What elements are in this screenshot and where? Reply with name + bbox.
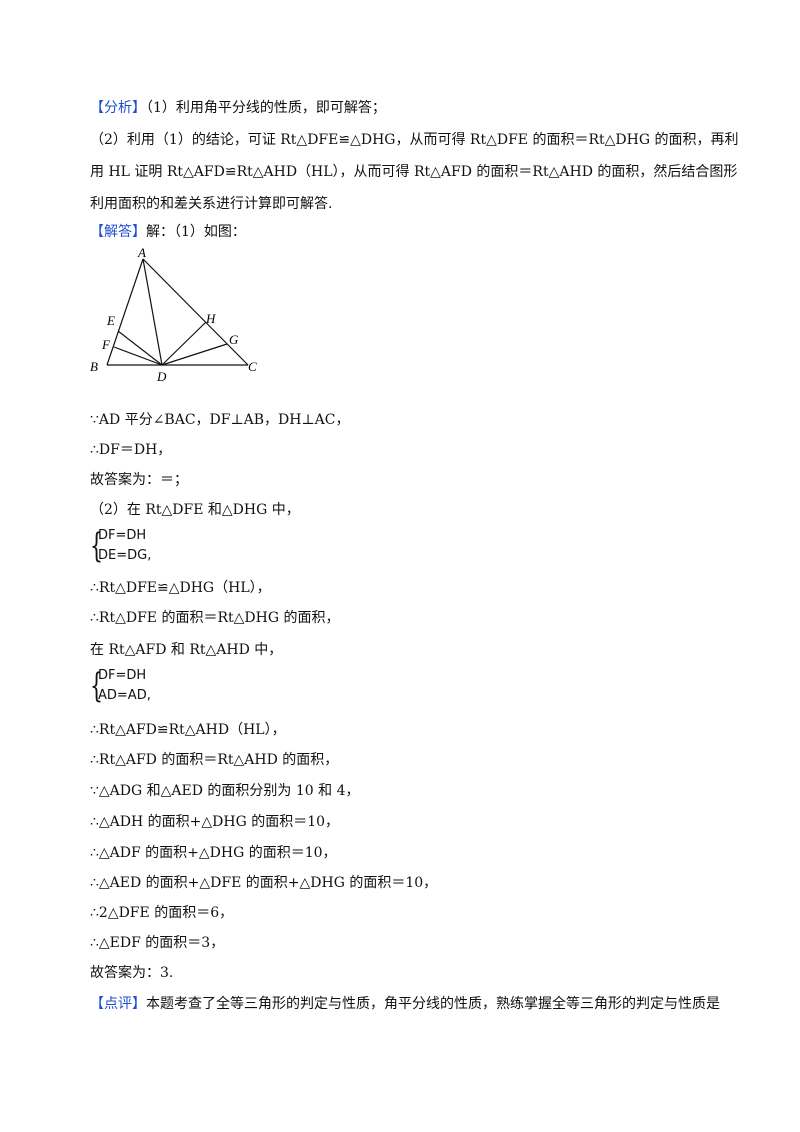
analysis-tag: 【分析】 (90, 100, 146, 116)
analysis-text-1: （1）利用角平分线的性质，即可解答； (146, 100, 386, 116)
analysis-line-3: 用 HL 证明 Rt△AFD≌Rt△AHD（HL），从而可得 Rt△AFD 的面… (90, 164, 738, 180)
step-15: ∴△EDF 的面积＝3， (90, 935, 225, 951)
label-H: H (205, 311, 216, 326)
step-7: 在 Rt△AFD 和 Rt△AHD 中， (90, 642, 283, 658)
system2-eq1: DF=DH (98, 668, 147, 683)
step-6: ∴Rt△DFE 的面积＝Rt△DHG 的面积， (90, 610, 340, 626)
step-4: （2）在 Rt△DFE 和△DHG 中， (90, 502, 300, 518)
analysis-line-1: 【分析】（1）利用角平分线的性质，即可解答； (90, 98, 386, 118)
system2-eq2: AD=AD, (98, 688, 151, 703)
step-13: ∴△AED 的面积+△DFE 的面积+△DHG 的面积＝10， (90, 875, 438, 891)
geometry-figure: A E H F G B D C (90, 245, 257, 384)
step-12: ∴△ADF 的面积+△DHG 的面积＝10， (90, 845, 337, 861)
analysis-line-2: （2）利用（1）的结论，可证 Rt△DFE≌△DHG，从而可得 Rt△DFE 的… (90, 132, 739, 148)
left-brace-icon: { (90, 526, 103, 566)
system1-eq1: DF=DH (98, 528, 147, 543)
label-B: B (90, 359, 98, 374)
comment-tag: 【点评】 (90, 996, 146, 1012)
label-C: C (248, 359, 257, 374)
label-G: G (229, 332, 239, 347)
comment-line: 【点评】本题考查了全等三角形的判定与性质，角平分线的性质，熟练掌握全等三角形的判… (90, 994, 720, 1014)
step-2: ∴DF＝DH， (90, 442, 172, 458)
solution-tag: 【解答】 (90, 224, 146, 240)
label-D: D (156, 369, 167, 384)
solution-line: 【解答】解：（1）如图： (90, 222, 246, 242)
step-1: ∵AD 平分∠BAC，DF⊥AB，DH⊥AC， (90, 412, 350, 428)
label-F: F (101, 337, 111, 352)
solution-intro: 解：（1）如图： (146, 224, 246, 240)
system1-eq2: DE=DG, (98, 548, 152, 563)
comment-text: 本题考查了全等三角形的判定与性质，角平分线的性质，熟练掌握全等三角形的判定与性质… (146, 996, 720, 1012)
step-11: ∴△ADH 的面积+△DHG 的面积＝10， (90, 814, 340, 830)
label-E: E (106, 313, 115, 328)
step-16: 故答案为：3. (90, 965, 174, 981)
step-14: ∴2△DFE 的面积＝6， (90, 905, 234, 921)
left-brace-icon: { (90, 666, 103, 706)
label-A: A (137, 245, 146, 260)
analysis-line-4: 利用面积的和差关系进行计算即可解答. (90, 196, 333, 212)
step-8: ∴Rt△AFD≌Rt△AHD（HL）， (90, 722, 286, 738)
step-10: ∵△ADG 和△AED 的面积分别为 10 和 4， (90, 783, 360, 799)
step-9: ∴Rt△AFD 的面积＝Rt△AHD 的面积， (90, 752, 339, 768)
step-5: ∴Rt△DFE≌△DHG（HL）， (90, 580, 271, 596)
step-3: 故答案为：＝； (90, 472, 188, 488)
